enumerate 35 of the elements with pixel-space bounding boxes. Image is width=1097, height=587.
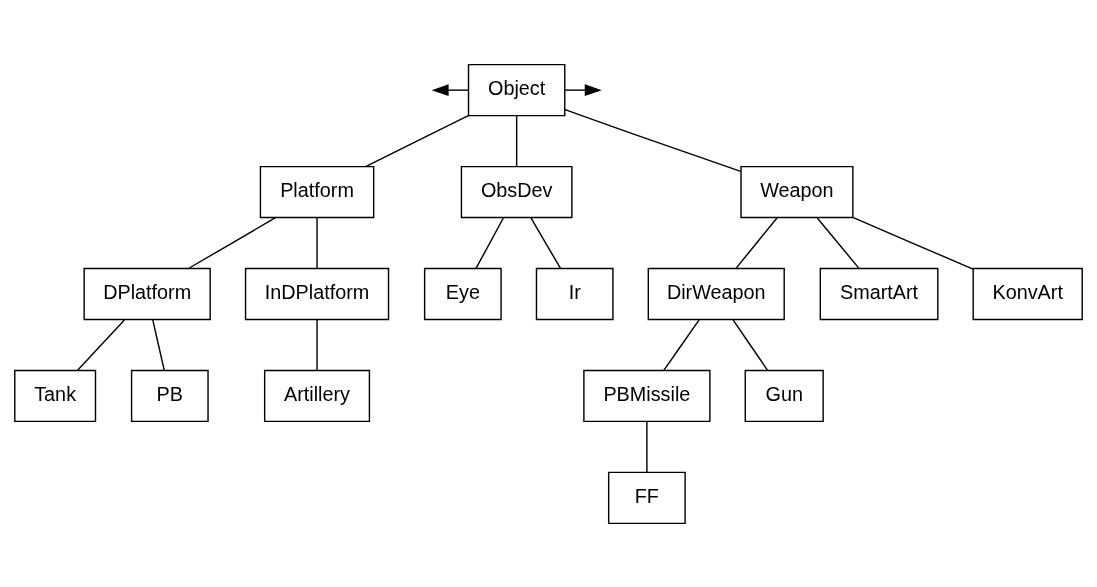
node-box: Eye	[423, 267, 502, 320]
node-box: Tank	[14, 369, 97, 422]
connector	[816, 216, 860, 269]
node-box: DirWeapon	[647, 267, 785, 320]
node-box: PBMissile	[583, 369, 711, 422]
connector	[188, 216, 277, 269]
connector	[316, 318, 318, 371]
connector	[530, 216, 562, 269]
connector	[564, 108, 742, 172]
node-box: ObsDev	[460, 165, 573, 218]
node-box: FF	[607, 471, 686, 524]
connector	[76, 318, 126, 371]
connector	[646, 420, 648, 473]
node-box: KonvArt	[972, 267, 1083, 320]
node-box: Gun	[744, 369, 824, 422]
node-box: PB	[130, 369, 209, 422]
connector	[152, 318, 165, 371]
node-box: DPlatform	[83, 267, 211, 320]
node-box: Ir	[535, 267, 614, 320]
connector	[735, 216, 778, 269]
connector	[364, 114, 470, 167]
node-box: SmartArt	[819, 267, 939, 320]
node-box: Platform	[259, 165, 375, 218]
node-box: InDPlatform	[244, 267, 390, 320]
connector	[515, 114, 518, 167]
arrow	[431, 83, 469, 96]
node-box: Weapon	[740, 165, 854, 218]
arrow	[564, 83, 602, 96]
connector	[475, 216, 505, 269]
connector	[316, 216, 318, 269]
node-box: Object	[467, 63, 566, 116]
connector	[852, 216, 974, 270]
node-box: Artillery	[263, 369, 371, 422]
connector	[663, 318, 700, 371]
connector	[732, 318, 769, 371]
